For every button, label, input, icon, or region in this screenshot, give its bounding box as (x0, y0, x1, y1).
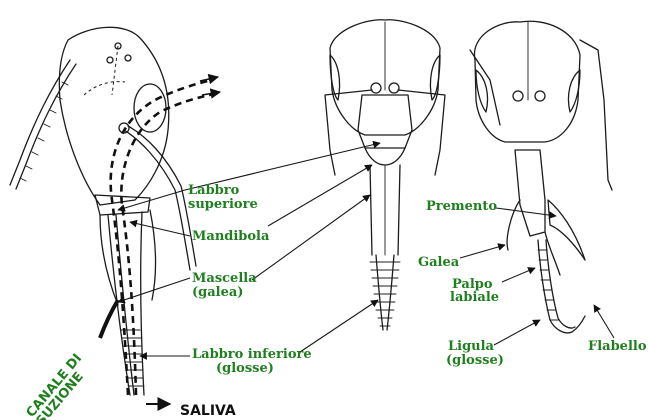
label-mandibola: Mandibola (192, 229, 270, 244)
leader-lines (118, 143, 614, 356)
label-saliva: SALIVA (180, 403, 236, 419)
head-side-view (10, 27, 220, 404)
label-canale-di-suzione: CANALE DISUZIONE (24, 351, 96, 420)
label-labbro-inferiore: Labbro inferiore(glosse) (192, 347, 312, 376)
label-ligula: Ligula(glosse) (446, 339, 504, 368)
label-mascella: Mascella(galea) (192, 271, 257, 300)
head-front-view (325, 20, 445, 330)
label-galea: Galea (418, 255, 460, 270)
label-premento: Premento (426, 199, 497, 214)
label-flabello: Flabello (588, 339, 647, 354)
